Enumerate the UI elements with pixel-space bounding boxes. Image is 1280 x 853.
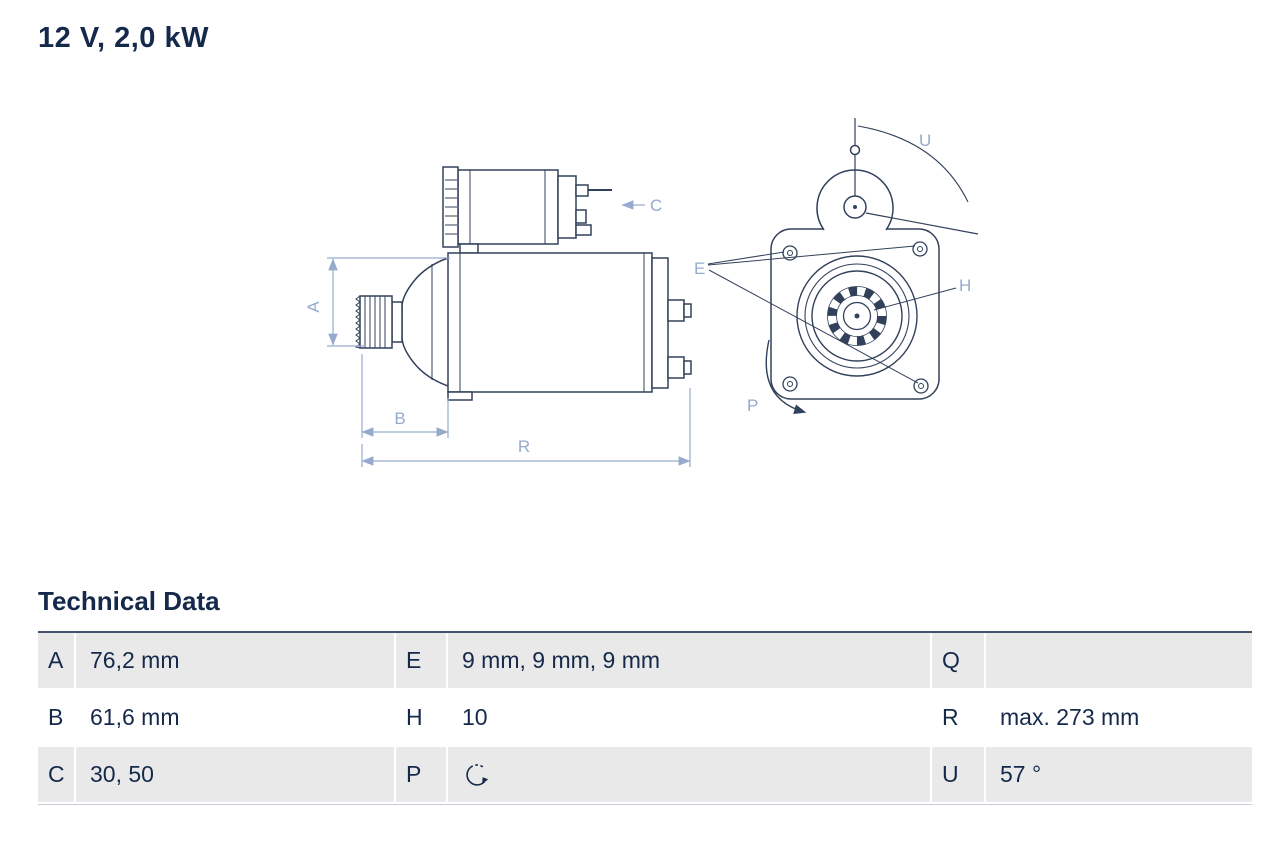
cell-value-q [986, 633, 1252, 688]
cell-value-e: 9 mm, 9 mm, 9 mm [448, 633, 932, 688]
terminal-stud [575, 184, 589, 197]
mounting-holes [782, 241, 929, 394]
dim-label-a: A [304, 301, 323, 313]
cell-label-u: U [932, 747, 986, 802]
cell-value-c: 30, 50 [76, 747, 396, 802]
technical-data-table: A 76,2 mm E 9 mm, 9 mm, 9 mm Q B 61,6 mm… [38, 631, 1252, 805]
starter-motor-technical-drawing: A B R C E H P U [304, 118, 979, 467]
cell-value-h: 10 [448, 690, 932, 745]
table-row: C 30, 50 P U 57 ° [38, 747, 1252, 804]
dim-label-p: P [747, 396, 758, 415]
cell-label-c: C [38, 747, 76, 802]
front-gear [796, 255, 918, 377]
starter-front-view [707, 118, 979, 414]
cell-value-a: 76,2 mm [76, 633, 396, 688]
cell-value-u: 57 ° [1000, 761, 1042, 787]
leader-lines-e [707, 245, 919, 384]
technical-data-heading: Technical Data [38, 586, 220, 616]
table-row: B 61,6 mm H 10 R max. 273 mm [38, 690, 1252, 747]
cell-value-b: 61,6 mm [76, 690, 396, 745]
cell-value-p [448, 747, 932, 802]
solenoid [442, 166, 612, 254]
terminal-stud [575, 209, 587, 224]
dim-label-h: H [959, 276, 971, 295]
dim-label-c: C [650, 196, 662, 215]
cell-label-a: A [38, 633, 76, 688]
dim-label-b: B [394, 409, 405, 428]
cell-label-r: R [932, 690, 986, 745]
cell-label-h: H [396, 690, 448, 745]
drive-end [354, 257, 449, 387]
angle-arc-u [857, 125, 969, 203]
dim-label-u: U [919, 131, 931, 150]
cell-value-r: max. 273 mm [1000, 704, 1140, 730]
cell-label-e: E [396, 633, 448, 688]
table-row: A 76,2 mm E 9 mm, 9 mm, 9 mm Q [38, 633, 1252, 690]
dim-label-r: R [518, 437, 530, 456]
leader-line-h [873, 287, 957, 311]
motor-housing [447, 252, 692, 401]
dimension-lines [327, 200, 691, 467]
starter-side-view [354, 166, 692, 401]
dim-label-e: E [694, 259, 705, 278]
rotation-direction-icon [466, 763, 489, 786]
cell-label-b: B [38, 690, 76, 745]
page-title: 12 V, 2,0 kW [38, 22, 209, 54]
rotation-arc [765, 339, 807, 414]
cell-label-q: Q [932, 633, 986, 688]
cell-label-p: P [396, 747, 448, 802]
